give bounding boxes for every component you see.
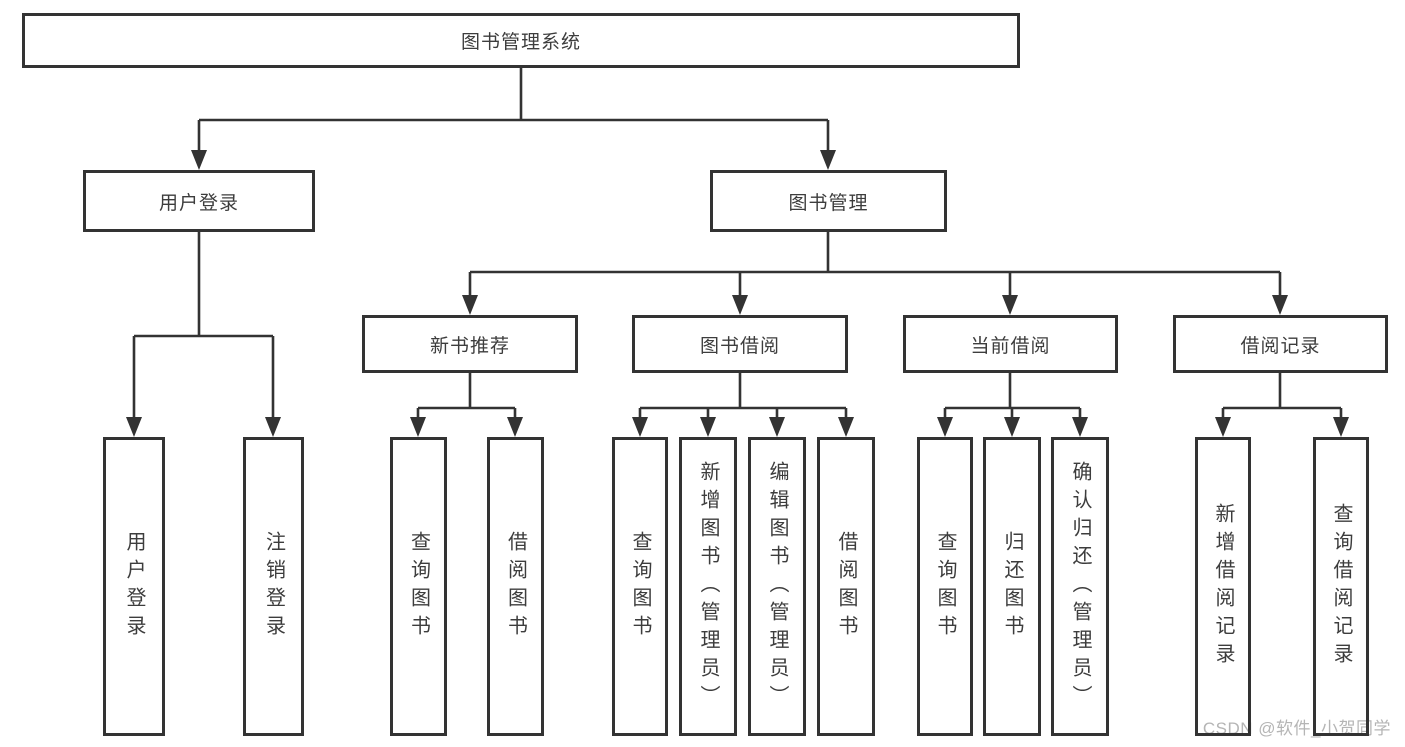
node-new-book-recommend: 新书推荐 xyxy=(362,315,578,373)
node-label: 确认归还（管理员） xyxy=(1069,460,1091,713)
node-label: 新增图书（管理员） xyxy=(697,460,719,713)
node-label: 注销登录 xyxy=(262,530,285,643)
node-book-management: 图书管理 xyxy=(710,170,947,232)
node-label: 新书推荐 xyxy=(429,335,510,357)
node-label: 查询图书 xyxy=(407,530,430,643)
leaf-edit-books-admin: 编辑图书（管理员） xyxy=(748,437,806,736)
leaf-add-books-admin: 新增图书（管理员） xyxy=(679,437,737,736)
node-label: 借阅记录 xyxy=(1240,335,1321,357)
node-label: 查询图书 xyxy=(934,530,956,643)
node-label: 用户登录 xyxy=(123,530,145,643)
node-label: 图书管理 xyxy=(788,192,869,214)
node-root-system: 图书管理系统 xyxy=(22,13,1020,68)
leaf-borrow-query-books: 查询图书 xyxy=(612,437,668,736)
leaf-user-login: 用户登录 xyxy=(103,437,165,736)
node-label: 查询借阅记录 xyxy=(1330,502,1352,671)
leaf-borrow-books: 借阅图书 xyxy=(817,437,875,736)
node-label: 图书借阅 xyxy=(699,335,780,357)
node-label: 当前借阅 xyxy=(970,335,1051,357)
csdn-watermark: CSDN @软件_小贺同学 xyxy=(1202,719,1391,738)
arrowheads xyxy=(126,150,1349,437)
node-borrow-records: 借阅记录 xyxy=(1173,315,1388,373)
node-label: 归还图书 xyxy=(1001,530,1023,643)
node-label: 图书管理系统 xyxy=(460,32,581,53)
leaf-query-borrow-record: 查询借阅记录 xyxy=(1313,437,1369,736)
leaf-current-query-books: 查询图书 xyxy=(917,437,973,736)
leaf-logout: 注销登录 xyxy=(243,437,304,736)
node-label: 编辑图书（管理员） xyxy=(766,460,788,713)
node-label: 用户登录 xyxy=(158,192,239,214)
node-current-borrow: 当前借阅 xyxy=(903,315,1118,373)
node-label: 借阅图书 xyxy=(835,530,857,643)
leaf-return-books: 归还图书 xyxy=(983,437,1041,736)
leaf-add-borrow-record: 新增借阅记录 xyxy=(1195,437,1251,736)
leaf-confirm-return-admin: 确认归还（管理员） xyxy=(1051,437,1109,736)
leaf-recommend-borrow-books: 借阅图书 xyxy=(487,437,544,736)
node-book-borrow: 图书借阅 xyxy=(632,315,848,373)
node-label: 查询图书 xyxy=(629,530,651,643)
leaf-recommend-query-books: 查询图书 xyxy=(390,437,447,736)
node-label: 新增借阅记录 xyxy=(1212,502,1234,671)
node-label: 借阅图书 xyxy=(504,530,527,643)
node-user-login: 用户登录 xyxy=(83,170,315,232)
